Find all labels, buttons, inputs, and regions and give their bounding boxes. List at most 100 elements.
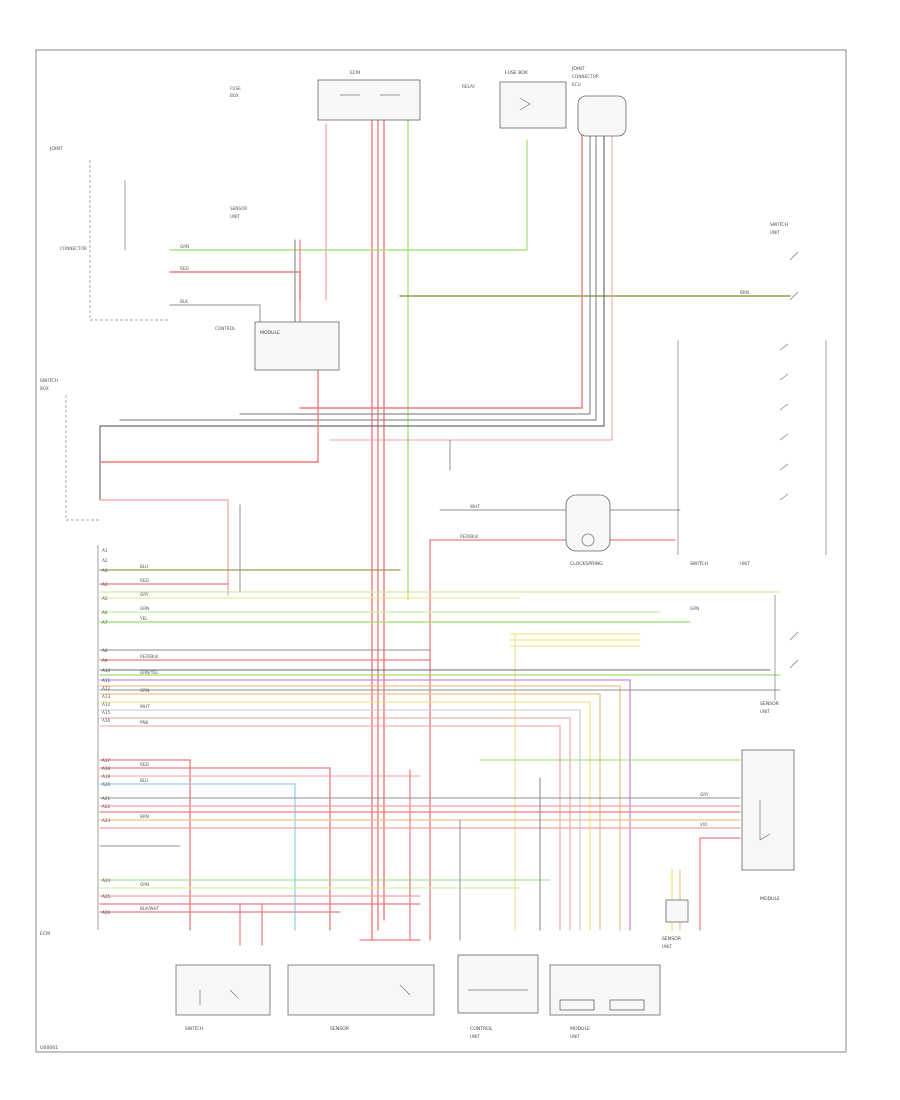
- pin-label: A21: [102, 796, 111, 801]
- c9-label-0: SWITCH: [690, 561, 708, 567]
- pin-label: A12: [102, 686, 111, 691]
- wire-label: GRN: [180, 244, 189, 249]
- pin-label: A11: [102, 678, 111, 683]
- c4-label-0: JOINT: [49, 146, 63, 152]
- component-c14: SWITCH: [175, 964, 271, 1032]
- c2-label-0: FUSE BOX: [505, 70, 528, 76]
- wire-dark-gray: [99, 131, 605, 501]
- wire-gray: [239, 131, 591, 415]
- wire-red: [169, 271, 301, 301]
- c3-label-1: CONNECTOR: [572, 74, 599, 79]
- wire-purple: [99, 679, 631, 931]
- c12-label-0: MODULE: [760, 896, 780, 902]
- pin-label: A16: [102, 718, 111, 723]
- wire-label: WHT: [140, 704, 150, 709]
- pin-label: A24: [102, 878, 111, 883]
- c9-label-1: UNIT: [740, 561, 750, 566]
- pin-label: A18: [102, 766, 111, 771]
- pin-label: A14: [102, 702, 111, 707]
- diagram-frame: [35, 49, 847, 1053]
- pin-label: A23: [102, 818, 111, 823]
- c10-label-1: UNIT: [770, 230, 780, 235]
- component-c8: CLOCKSPRING: [565, 494, 611, 567]
- wire-orange: [99, 693, 601, 931]
- pin-label: A1: [102, 548, 108, 553]
- wire-label: RED/BLK: [140, 654, 158, 659]
- pin-label: A19: [102, 774, 111, 779]
- c1-label-2: BOX: [230, 93, 239, 98]
- wire-label: GRY: [700, 792, 709, 797]
- wire-label: ORN: [140, 688, 149, 693]
- wire-label: GRN/YEL: [140, 670, 159, 675]
- pin-label: A5: [102, 596, 108, 601]
- wire-green: [169, 139, 528, 251]
- c16-label-0: CONTROL: [470, 1026, 493, 1032]
- wire-pink: [99, 725, 561, 931]
- c16-label-1: UNIT: [470, 1034, 480, 1039]
- wire-label: GRN: [140, 882, 149, 887]
- component-c16: CONTROL UNIT: [457, 954, 539, 1039]
- component-c4: JOINT CONNECTOR: [49, 146, 170, 321]
- pin-label: A9: [102, 658, 108, 663]
- wire-gray: [99, 504, 241, 593]
- wire-label: PNK: [140, 720, 149, 725]
- wire-label: RED/BLK: [460, 534, 478, 539]
- wire-label: GRN: [140, 606, 149, 611]
- pin-label: A20: [102, 782, 111, 787]
- c5-label-1: CONTROL: [215, 326, 236, 331]
- components-layer: ECM FUSE BOX FUSE BOX RELAY JOINT CONNEC…: [40, 66, 827, 1039]
- component-c12: MODULE: [741, 749, 795, 902]
- c6-label-0: SENSOR: [230, 206, 247, 211]
- wire-label: VIO: [700, 822, 708, 827]
- component-c2: FUSE BOX RELAY: [462, 70, 567, 129]
- wire-red: [99, 359, 319, 463]
- c6-label-1: UNIT: [230, 214, 240, 219]
- c3-label-2: ECU: [572, 82, 581, 87]
- footer-code: G00001: [40, 1045, 58, 1051]
- component-c3: JOINT CONNECTOR ECU: [571, 66, 627, 137]
- c17-label-0: MODULE: [570, 1026, 590, 1032]
- pin-label: A6: [102, 610, 108, 615]
- wire-label: BRN: [140, 814, 149, 819]
- wire-layer: [99, 117, 791, 946]
- ecm-label: ECM: [40, 931, 50, 937]
- component-c11: SENSOR UNIT: [760, 595, 799, 714]
- c5-label-0: MODULE: [260, 330, 280, 336]
- c3-label-0: JOINT: [571, 66, 585, 72]
- component-c7: SWITCH BOX: [40, 378, 100, 521]
- wire-pink: [329, 131, 613, 441]
- pin-label: A17: [102, 758, 111, 763]
- c2-label-1: RELAY: [462, 84, 476, 89]
- wire-pink: [99, 499, 229, 596]
- component-c17: MODULE UNIT: [549, 964, 661, 1039]
- c15-label-0: SENSOR: [330, 1026, 350, 1032]
- pin-label: A25: [102, 894, 111, 899]
- wire-red: [99, 767, 331, 931]
- c11-label-1: UNIT: [760, 709, 770, 714]
- wire-yellow: [99, 701, 591, 931]
- wire-label: GRY: [140, 592, 149, 597]
- component-c5: MODULE CONTROL SENSOR UNIT: [215, 206, 340, 371]
- pin-label: A10: [102, 668, 111, 673]
- component-c9: SWITCH UNIT: [677, 340, 827, 567]
- pin-label: A26: [102, 910, 111, 915]
- pin-label: A3: [102, 568, 108, 573]
- component-c13: SENSOR UNIT: [662, 899, 689, 949]
- wire-gray: [119, 131, 597, 421]
- pin-label: A2: [102, 558, 108, 563]
- wire-label: BLK: [180, 299, 188, 304]
- wire-red: [299, 131, 583, 409]
- c11-label-0: SENSOR: [760, 701, 780, 707]
- wire-label: BLK/WHT: [140, 906, 160, 911]
- pin-label: A7: [102, 620, 108, 625]
- wire-label: RED: [180, 266, 189, 271]
- pin-label: A8: [102, 648, 108, 653]
- c13-label-0: SENSOR: [662, 936, 682, 942]
- ecm-connector-block: ECM: [40, 545, 99, 937]
- wire-label: YEL: [139, 616, 148, 621]
- wire-pink: [99, 717, 571, 931]
- wire-red: [99, 759, 191, 931]
- pin-label: A22: [102, 804, 111, 809]
- wire-label: GRN: [690, 606, 699, 611]
- wire-blue: [99, 783, 296, 931]
